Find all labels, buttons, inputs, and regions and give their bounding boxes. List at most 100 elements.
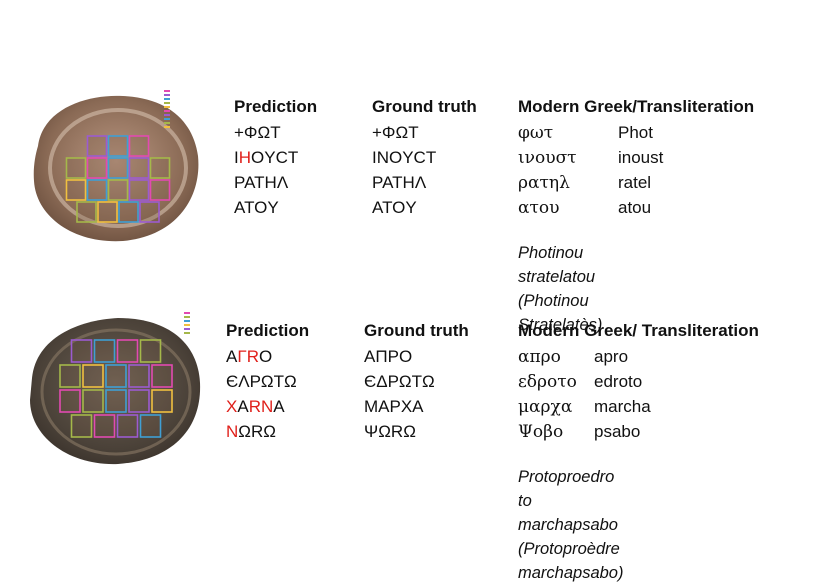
detection-box	[97, 201, 118, 223]
modern-greek-text: φωτ	[518, 123, 554, 143]
transliteration-text: ratel	[618, 173, 652, 192]
detection-box	[128, 389, 150, 413]
detection-box	[105, 389, 127, 413]
detection-box	[128, 364, 150, 388]
prediction-line: AΓRO	[226, 344, 309, 369]
detection-box	[76, 201, 97, 223]
prediction-error-char: X	[226, 397, 238, 416]
prediction-char: A	[273, 397, 285, 416]
ground-truth-header: Ground truth	[364, 321, 469, 340]
detection-box	[70, 414, 93, 438]
detection-box	[128, 157, 150, 179]
transliteration-text: apro	[594, 347, 629, 366]
caption-line: (Protoproèdre marchapsabo)	[518, 540, 624, 582]
caption-line: Protoproedro to marchapsabo	[518, 468, 618, 534]
legend-swatch	[164, 126, 170, 128]
ground-truth-line: ATOY	[372, 198, 417, 217]
detection-box	[59, 389, 81, 413]
transliteration-text: inoust	[618, 148, 664, 167]
prediction-char: +ΦΩΤ	[234, 123, 281, 142]
ground-truth-line: MAPXA	[364, 397, 424, 416]
seal-image-2	[30, 312, 201, 465]
modern-greek-column-1: Modern Greek/Transliteration φωτ Phot ινο…	[518, 96, 754, 220]
detection-box	[139, 339, 162, 363]
transliteration-text: atou	[618, 198, 652, 217]
detection-box	[86, 157, 108, 179]
legend-swatch	[164, 114, 170, 116]
prediction-char: ЄΛPΩTΩ	[226, 372, 297, 391]
detection-box	[86, 135, 108, 157]
prediction-char: OYCT	[251, 148, 299, 167]
modern-greek-text: ρατηλ	[518, 173, 570, 193]
legend-swatch	[164, 94, 170, 96]
legend-swatch	[164, 106, 170, 108]
detection-box	[65, 157, 87, 179]
transliteration-text: marcha	[594, 397, 651, 416]
ground-truth-line: +ΦΩΤ	[372, 123, 419, 142]
detection-box	[149, 179, 171, 201]
legend-swatch	[184, 332, 190, 334]
prediction-char: I	[234, 148, 239, 167]
ground-truth-line: AΠPO	[364, 347, 413, 366]
prediction-char: PATHΛ	[234, 173, 289, 192]
detection-box	[118, 201, 139, 223]
legend-swatch	[184, 316, 190, 318]
caption-2: Protoproedro to marchapsabo (Protoproèdr…	[518, 465, 623, 585]
legend-swatch	[164, 98, 170, 100]
modern-greek-header: Modern Greek/ Transliteration	[518, 321, 759, 340]
detection-box	[128, 179, 150, 201]
detection-box	[107, 179, 129, 201]
prediction-error-char: H	[238, 148, 252, 167]
modern-greek-text: απρο	[518, 347, 561, 367]
prediction-header: Prediction	[226, 321, 310, 340]
prediction-line: ЄΛPΩTΩ	[226, 369, 309, 394]
seal-image-1	[33, 90, 199, 242]
prediction-error-char: ΓR	[237, 347, 259, 366]
detection-box	[139, 414, 162, 438]
legend-swatch	[164, 122, 170, 124]
caption-line: Stratelatès)	[518, 316, 603, 334]
legend-swatch	[164, 102, 170, 104]
legend-swatch	[164, 118, 170, 120]
modern-greek-text: ατου	[518, 198, 560, 218]
ground-truth-column-1: Ground truth +ΦΩΤ INOYCT PATHΛ ATOY	[372, 96, 477, 220]
modern-greek-text: ινουστ	[518, 148, 577, 168]
detection-box	[139, 201, 160, 223]
legend-swatch	[164, 90, 170, 92]
ground-truth-line: INOYCT	[372, 148, 437, 167]
caption-line: Photinou stratelatou (Photinou	[518, 244, 596, 310]
detection-box	[70, 339, 93, 363]
detection-box	[65, 179, 87, 201]
prediction-char: A	[237, 397, 249, 416]
prediction-error-char: N	[226, 422, 239, 441]
detection-box	[105, 364, 127, 388]
detection-box	[93, 339, 116, 363]
detection-box	[82, 364, 104, 388]
detection-box	[151, 364, 173, 388]
legend-swatch	[184, 312, 190, 314]
ground-truth-line: ΨΩRΩ	[364, 422, 416, 441]
prediction-line: ATOY	[234, 195, 317, 220]
detection-box	[59, 364, 81, 388]
ground-truth-column-2: Ground truth AΠPO ЄΔPΩTΩ MAPXA ΨΩRΩ	[364, 320, 469, 444]
prediction-line: PATHΛ	[234, 170, 317, 195]
ground-truth-line: ЄΔPΩTΩ	[364, 372, 435, 391]
legend-swatch	[184, 328, 190, 330]
transliteration-text: edroto	[594, 372, 643, 391]
legend-swatch	[184, 324, 190, 326]
prediction-char: ATOY	[234, 198, 279, 217]
prediction-line: XARNA	[226, 394, 309, 419]
transliteration-text: Phot	[618, 123, 653, 142]
detection-box	[149, 157, 171, 179]
modern-greek-header: Modern Greek/Transliteration	[518, 97, 755, 116]
prediction-char: O	[258, 347, 273, 366]
modern-greek-text: μαρχα	[518, 397, 573, 417]
prediction-line: IHOYCT	[234, 145, 317, 170]
prediction-line: +ΦΩΤ	[234, 120, 317, 145]
caption-1: Photinou stratelatou (Photinou Stratelat…	[518, 241, 602, 337]
detection-box	[151, 389, 173, 413]
ground-truth-header: Ground truth	[372, 97, 477, 116]
modern-greek-text: Ψοβο	[518, 422, 564, 442]
